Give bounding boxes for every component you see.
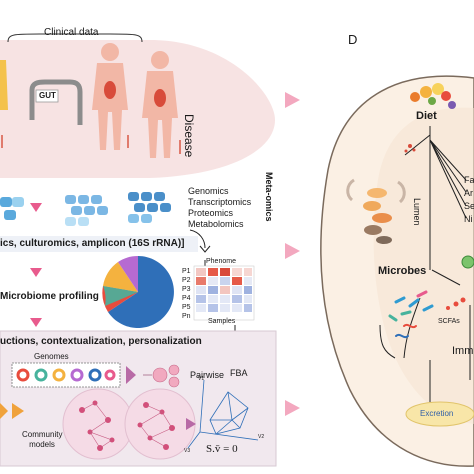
panel-letter-d: D: [348, 32, 358, 47]
pie-slice-5: [103, 286, 138, 306]
community-arrow: [186, 418, 196, 430]
community-models-label: Community models: [22, 430, 63, 449]
panel-transition-arrows: [285, 92, 300, 416]
methods-banner: ics, culturomics, amplicon (16S rRNA)]: [0, 238, 185, 249]
phenome-row-p1: P1: [182, 268, 191, 275]
clinical-data-label: Clinical data: [44, 27, 99, 38]
omics-list: Genomics Transcriptomics Proteomics Meta…: [188, 186, 251, 230]
phenome-row-pn: Pn: [182, 313, 191, 320]
flux-axis-v1: V1: [198, 376, 205, 382]
phenome-row-p2: P2: [182, 277, 191, 284]
excretion-ellipse: [405, 401, 474, 427]
genomes-label: Genomes: [34, 352, 69, 361]
sample-tube-icon: [1, 135, 181, 154]
microbe-cluster-icon: [346, 178, 406, 244]
flux-axis-v3: V3: [184, 448, 191, 454]
phenome-row-labels: P1 P2 P3 P4 P5 Pn: [182, 267, 191, 321]
hexagon-cluster-2: [65, 195, 108, 226]
microbes-label: Microbes: [378, 265, 427, 277]
branch-label-ni: Ni: [464, 214, 473, 224]
branch-label-fa: Fa: [464, 175, 474, 185]
excretion-label: Excretion: [420, 409, 454, 418]
gut-organ-icon: [29, 79, 83, 125]
scfas-label: SCFAs: [438, 318, 460, 325]
fba-equation: S.v̄ = 0: [206, 443, 238, 455]
phenome-row-p4: P4: [182, 295, 191, 302]
pie-slice-1: [108, 256, 174, 328]
bacteria-icons: [388, 290, 434, 339]
phenome-label: Phenome: [206, 258, 236, 265]
clinical-data-bracket: [7, 33, 143, 43]
modeling-banner: uctions, contextualization, personalizat…: [0, 336, 202, 347]
fba-polytope: [187, 379, 259, 449]
human-figure-right: [142, 51, 178, 158]
methods-banner-bg: [0, 236, 198, 252]
pie-slice-3: [103, 262, 138, 292]
omics-item-transcriptomics: Transcriptomics: [188, 197, 252, 207]
diet-molecules: [404, 144, 416, 153]
pairwise-label: Pairwise: [190, 370, 225, 380]
microbiome-profiling-label: Microbiome profiling: [0, 291, 99, 302]
diet-branch-labels: Fa Ar Se Ni: [464, 174, 474, 226]
pie-slice-4: [118, 255, 138, 292]
genomes-arrow: [126, 366, 136, 384]
community-network-edges: [81, 402, 173, 449]
scfa-molecules: [446, 297, 466, 310]
intestine-red-icon: [104, 81, 166, 107]
lumen-label: Lumen: [412, 198, 422, 226]
pink-down-arrows: [30, 203, 42, 327]
omics-item-metabolomics: Metabolomics: [188, 219, 244, 229]
phenome-heatmap: [193, 265, 255, 321]
pairwise-network: [143, 364, 180, 388]
hexagon-cluster-1: [0, 197, 24, 220]
inner-lumen-oval: [373, 107, 474, 424]
omics-item-proteomics: Proteomics: [188, 208, 234, 218]
human-figure-edge: [0, 60, 8, 110]
flux-axis-v2: V2: [258, 434, 265, 440]
gut-label: GUT: [39, 91, 56, 100]
hexagon-cluster-3: [128, 192, 171, 223]
samples-label: Samples: [208, 318, 236, 325]
diet-label: Diet: [416, 110, 437, 122]
omics-item-genomics: Genomics: [188, 186, 229, 196]
branch-label-ar: Ar: [464, 188, 473, 198]
disease-label: Disease: [182, 114, 196, 158]
genome-rings: [16, 368, 116, 382]
genomes-box: [11, 362, 121, 388]
meta-omics-label: Meta-omics: [264, 172, 274, 222]
phenome-row-p5: P5: [182, 304, 191, 311]
disease-background-oval: [0, 40, 275, 178]
diet-food-icon: [410, 83, 456, 109]
pie-chart: [102, 255, 174, 328]
human-figure-left: [92, 43, 128, 150]
left-orange-arrows: [0, 403, 24, 419]
fba-label: FBA: [230, 368, 248, 378]
green-cell-icon: [461, 255, 474, 269]
branch-label-se: Se: [464, 201, 474, 211]
phenome-row-p3: P3: [182, 286, 191, 293]
immune-label: Imm: [452, 345, 474, 357]
